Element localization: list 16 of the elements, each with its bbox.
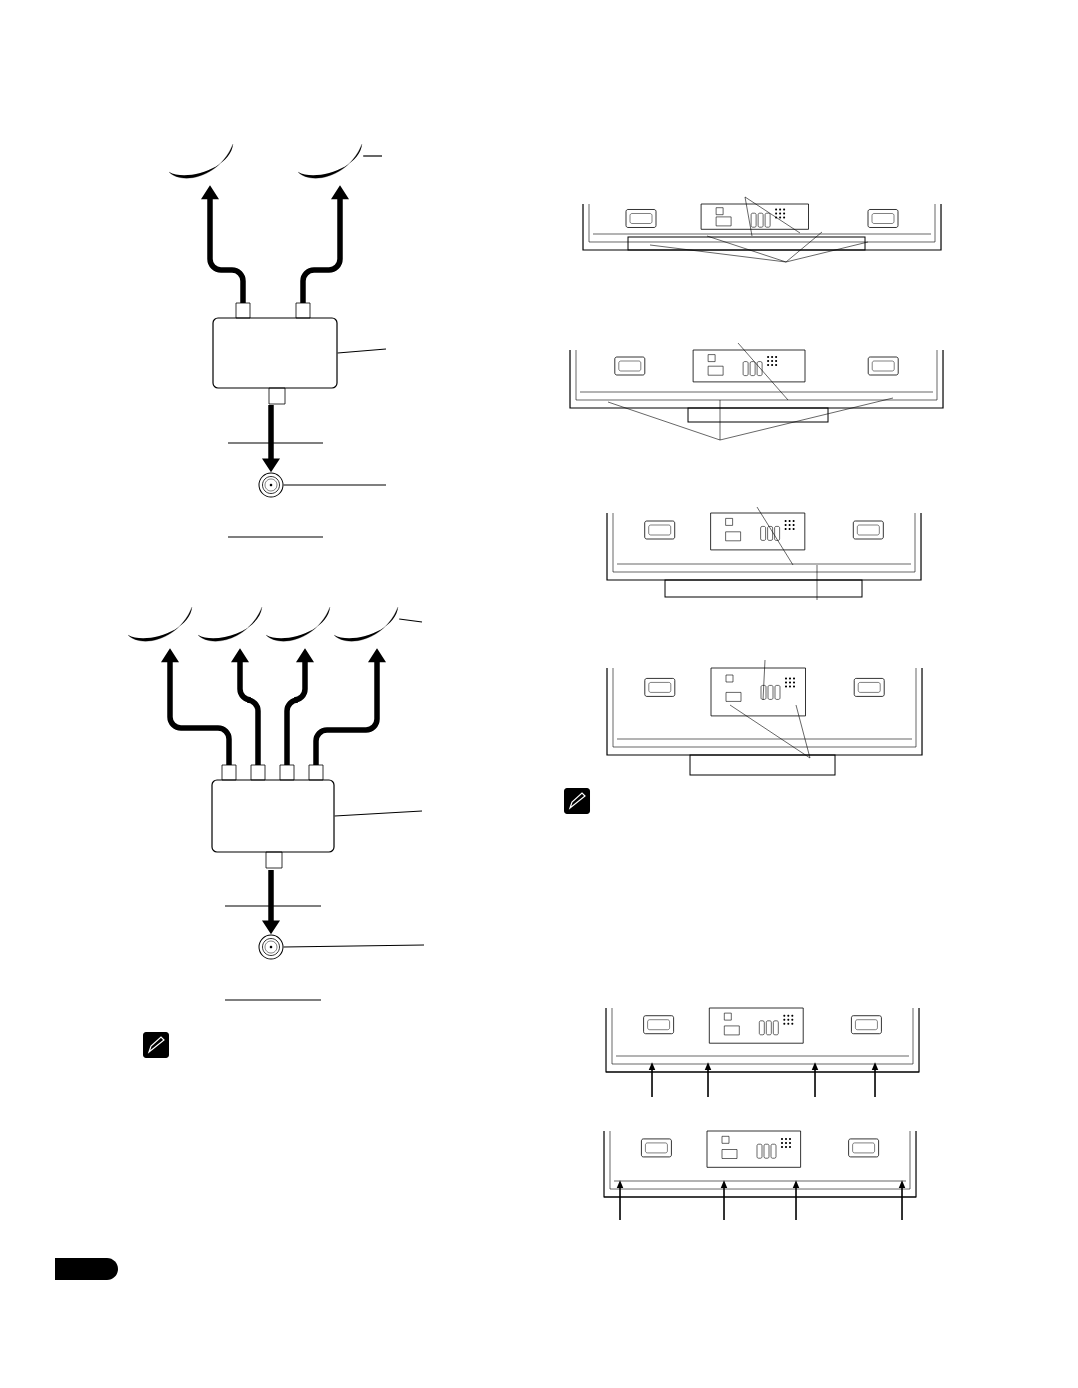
antenna-outlet xyxy=(258,934,284,960)
satellite-dish xyxy=(127,606,193,642)
switch-box xyxy=(211,764,335,869)
satellite-dish xyxy=(297,143,363,179)
satellite-dish xyxy=(197,606,263,642)
satellite-dish xyxy=(168,143,234,179)
satellite-dish xyxy=(333,606,399,642)
leader-line xyxy=(282,484,387,486)
leader-line xyxy=(337,348,387,354)
leader-line xyxy=(398,618,423,623)
leader-line xyxy=(334,810,423,817)
leader-line xyxy=(282,944,425,948)
antenna-outlet xyxy=(258,472,284,498)
switch-box xyxy=(212,302,338,405)
satellite-dish xyxy=(265,606,331,642)
leader-line xyxy=(362,155,383,157)
